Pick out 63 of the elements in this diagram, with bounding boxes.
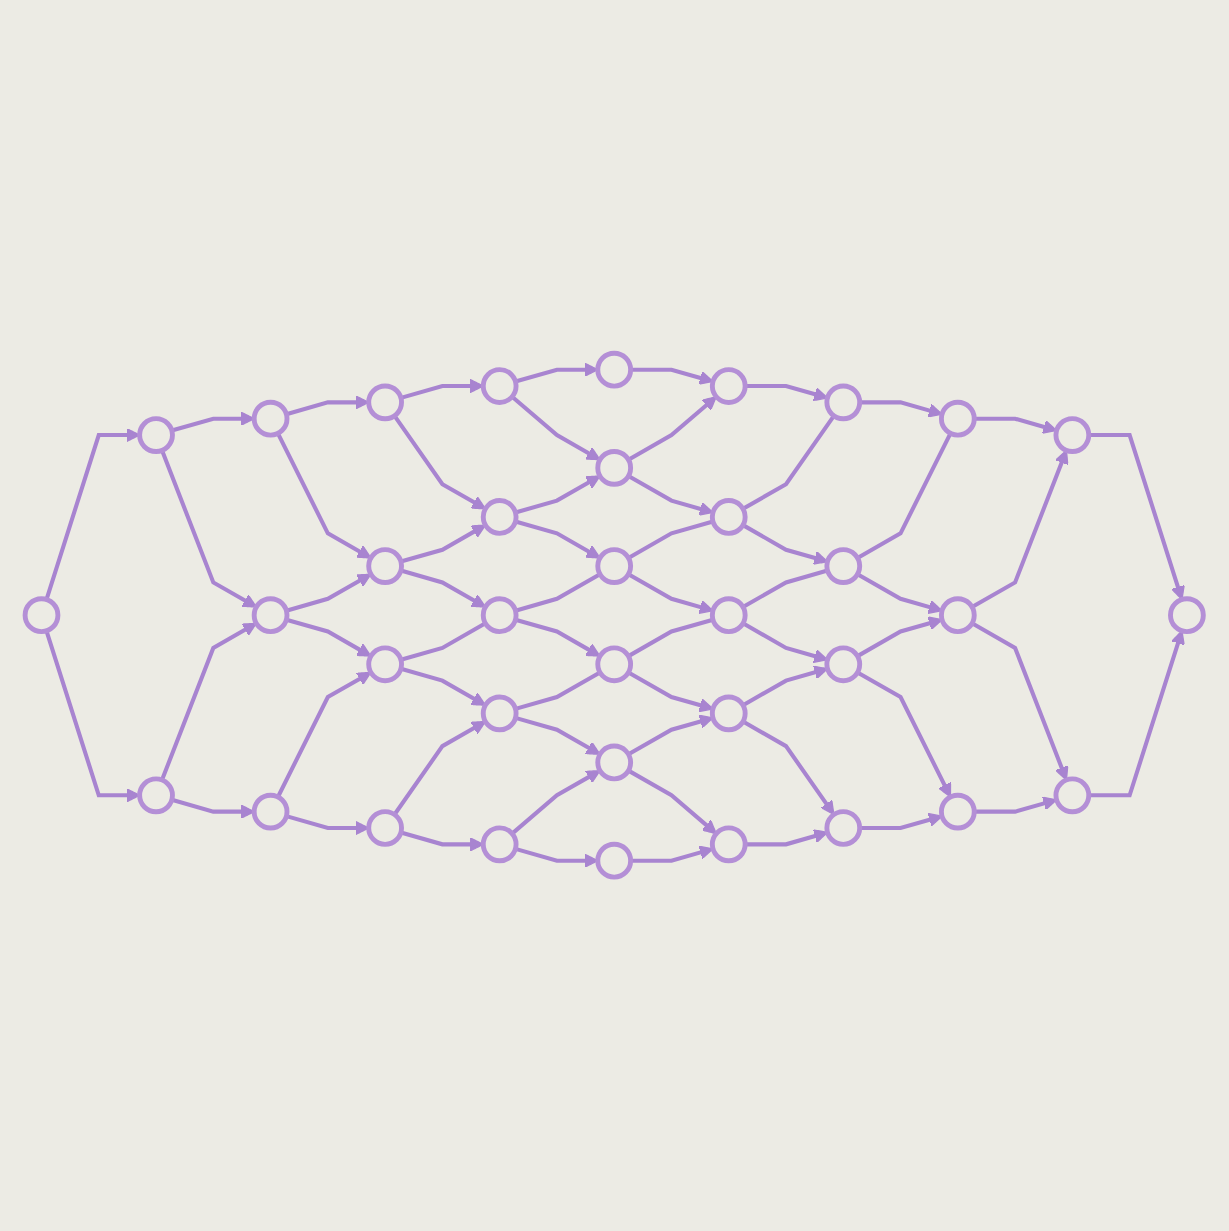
arrow xyxy=(276,432,372,559)
node-circle xyxy=(366,547,405,586)
arrow xyxy=(627,474,714,517)
arrow xyxy=(860,400,943,418)
node-circle xyxy=(595,743,634,782)
node-circle xyxy=(710,367,748,406)
arrow xyxy=(1089,630,1186,798)
node-circle xyxy=(824,645,863,684)
connector xyxy=(627,519,714,560)
node-circle xyxy=(939,400,977,438)
node-circle xyxy=(710,694,748,733)
node-circle xyxy=(595,351,634,389)
arrow xyxy=(971,621,1069,781)
arrow xyxy=(511,770,601,836)
arrow xyxy=(1089,433,1186,601)
node-circle xyxy=(824,547,863,586)
arrow xyxy=(856,670,952,798)
connector xyxy=(856,432,953,560)
arrow xyxy=(627,670,714,713)
node-circle xyxy=(710,825,748,864)
arrow xyxy=(742,720,835,816)
node-circle xyxy=(481,825,519,864)
arrow xyxy=(286,618,372,658)
node-circle xyxy=(595,645,634,684)
arrow xyxy=(393,414,487,510)
connector xyxy=(742,414,836,511)
arrow xyxy=(627,769,718,835)
node-circle xyxy=(824,383,863,422)
node-circle xyxy=(481,694,519,733)
node-circle xyxy=(1053,776,1092,815)
node-circle xyxy=(1053,416,1092,455)
connector xyxy=(627,618,714,659)
node-circle xyxy=(710,596,748,635)
node-circle xyxy=(595,547,634,586)
node-circle xyxy=(252,400,290,438)
arrow xyxy=(856,572,943,615)
node-circle xyxy=(137,776,176,815)
node-circle xyxy=(252,793,290,831)
arrow xyxy=(511,395,601,461)
node-circle xyxy=(710,498,748,537)
arrow xyxy=(286,573,372,613)
node-circle xyxy=(595,842,634,880)
node-circle xyxy=(252,596,290,635)
node-circle xyxy=(481,596,519,635)
node-circle xyxy=(481,498,519,537)
arrow xyxy=(627,396,718,462)
node-circle xyxy=(366,645,405,684)
arrow xyxy=(856,616,943,659)
node-circle xyxy=(481,367,519,406)
node-circle xyxy=(595,449,634,488)
node-circle xyxy=(137,416,176,455)
arrow xyxy=(627,572,714,615)
node-circle xyxy=(939,596,977,635)
connector xyxy=(400,621,487,663)
node-circle xyxy=(366,383,405,422)
arrow xyxy=(860,813,943,831)
arrow xyxy=(971,450,1069,610)
node-circle xyxy=(1168,596,1207,635)
arrow xyxy=(627,714,714,757)
node-circle xyxy=(22,596,61,635)
node-circle xyxy=(366,809,405,848)
node-circle xyxy=(939,793,977,831)
node-circle xyxy=(824,809,863,848)
